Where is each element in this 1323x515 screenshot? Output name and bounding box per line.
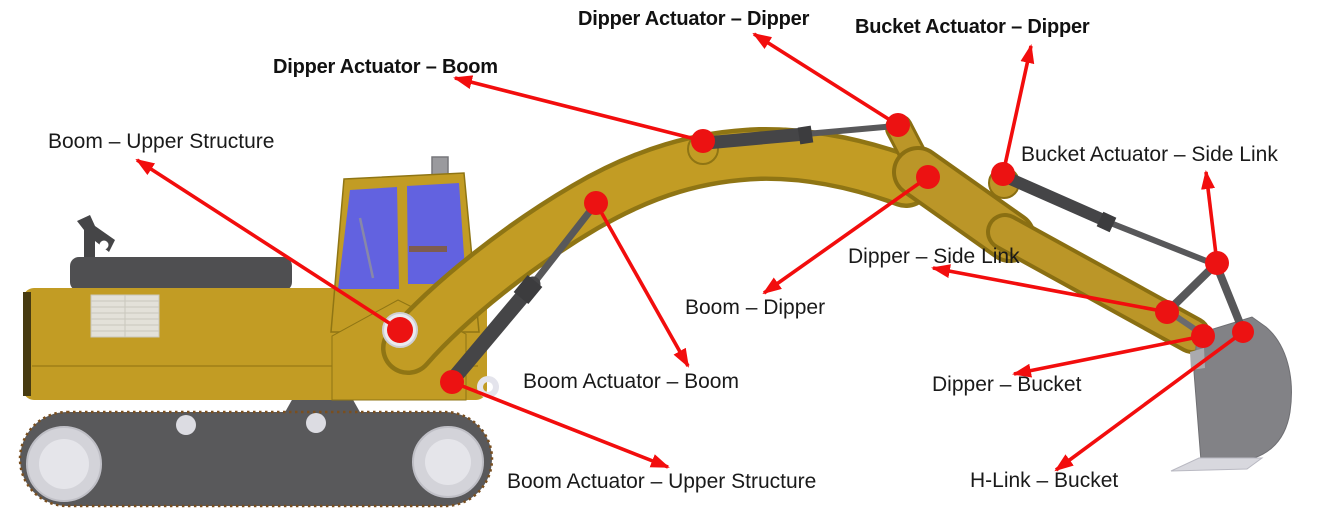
arrow-dipper-actuator-dipper bbox=[752, 32, 899, 127]
arrow-boom-actuator-boom bbox=[594, 202, 690, 368]
arrow-boom-upper-structure bbox=[135, 158, 401, 332]
undercarriage bbox=[18, 398, 494, 508]
cab-console bbox=[409, 246, 447, 252]
annotation-arrows bbox=[135, 32, 1245, 472]
engine-cover bbox=[70, 257, 292, 291]
wiper bbox=[358, 217, 375, 279]
cab-antenna bbox=[431, 156, 449, 177]
boom-arm bbox=[385, 131, 929, 371]
arrow-boom-dipper bbox=[762, 175, 930, 295]
joint-boom-actuator-upper-structure bbox=[440, 370, 464, 394]
bucket-lip bbox=[1170, 457, 1264, 472]
label-h-link-bucket: H-Link – Bucket bbox=[970, 469, 1119, 492]
joint-bucket-actuator-dipper bbox=[991, 162, 1015, 186]
arrow-boom-actuator-upper-structure bbox=[451, 380, 670, 469]
joint-markers bbox=[387, 113, 1254, 394]
bucket-actuator-collar bbox=[1096, 211, 1117, 233]
dipper-actuator-collar bbox=[797, 125, 814, 145]
boom-actuator-collar bbox=[513, 274, 543, 305]
track-roller-1 bbox=[176, 415, 196, 435]
dipper-actuator-rod bbox=[805, 123, 897, 137]
joint-dipper-actuator-boom bbox=[691, 129, 715, 153]
label-bucket-actuator-dipper: Bucket Actuator – Dipper bbox=[855, 16, 1090, 38]
label-dipper-bucket: Dipper – Bucket bbox=[932, 373, 1082, 396]
h-link bbox=[1212, 260, 1247, 335]
dipper-actuator bbox=[699, 123, 897, 150]
cab-window-rear bbox=[407, 183, 466, 284]
side-link bbox=[1164, 260, 1220, 315]
label-boom-upper-structure: Boom – Upper Structure bbox=[48, 130, 275, 153]
bucket bbox=[1170, 316, 1292, 472]
exhaust-bracket-hole bbox=[99, 240, 109, 250]
cab-window-front bbox=[338, 187, 399, 289]
boom-actuator-barrel bbox=[446, 276, 541, 386]
track-belt bbox=[18, 410, 494, 508]
arrow-h-link-bucket bbox=[1054, 330, 1245, 472]
joint-dipper-actuator-dipper bbox=[886, 113, 910, 137]
label-boom-actuator-boom: Boom Actuator – Boom bbox=[523, 370, 739, 393]
bucket-actuator-rod bbox=[1106, 219, 1216, 267]
joint-bucket-actuator-side-link bbox=[1205, 251, 1229, 275]
idler-wheel-left-hub bbox=[39, 439, 89, 489]
label-dipper-actuator-dipper: Dipper Actuator – Dipper bbox=[578, 8, 810, 30]
label-boom-actuator-upper-structure: Boom Actuator – Upper Structure bbox=[507, 470, 817, 493]
label-dipper-side-link: Dipper – Side Link bbox=[848, 245, 1020, 268]
bucket-actuator bbox=[1000, 171, 1216, 267]
label-bucket-actuator-side-link: Bucket Actuator – Side Link bbox=[1021, 143, 1278, 166]
joint-boom-upper-structure bbox=[387, 317, 413, 343]
arrow-dipper-bucket bbox=[1012, 334, 1204, 378]
label-dipper-actuator-boom: Dipper Actuator – Boom bbox=[273, 56, 498, 78]
track-roller-2 bbox=[306, 413, 326, 433]
label-boom-dipper: Boom – Dipper bbox=[685, 296, 826, 319]
joint-dipper-side-link bbox=[1155, 300, 1179, 324]
exhaust-bracket bbox=[77, 215, 115, 258]
engine-grille bbox=[90, 294, 160, 338]
arrow-bucket-actuator-side-link bbox=[1201, 170, 1219, 264]
bucket-actuator-barrel bbox=[1000, 171, 1114, 228]
boom-assembly bbox=[331, 126, 933, 401]
sprocket-wheel-right-hub bbox=[425, 439, 471, 485]
joint-dipper-bucket bbox=[1191, 324, 1215, 348]
body-left-shade bbox=[23, 292, 31, 396]
arrow-dipper-side-link bbox=[931, 264, 1168, 314]
dipper-actuator-barrel bbox=[699, 127, 812, 150]
arrow-dipper-actuator-boom bbox=[453, 75, 704, 143]
joint-h-link-bucket bbox=[1232, 321, 1254, 343]
arrow-bucket-actuator-dipper bbox=[1001, 44, 1035, 175]
joint-boom-actuator-boom bbox=[584, 191, 608, 215]
boom-actuator bbox=[446, 203, 597, 386]
boom-actuator-rod bbox=[530, 203, 597, 287]
joint-boom-dipper bbox=[916, 165, 940, 189]
